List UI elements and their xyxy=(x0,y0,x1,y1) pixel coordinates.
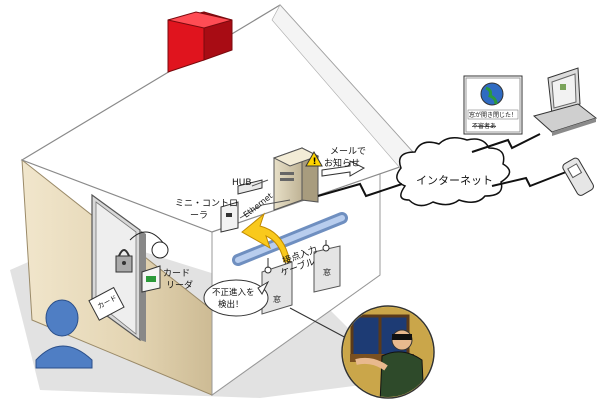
svg-text:ーラ: ーラ xyxy=(190,210,208,221)
contact-input-pipe xyxy=(232,212,348,266)
warning-icon: ! xyxy=(305,150,323,167)
svg-text:窓が開き閉じた！: 窓が開き閉じた！ xyxy=(469,111,517,119)
svg-text:不正進入を: 不正進入を xyxy=(212,288,255,298)
mini-controller-device xyxy=(220,201,239,233)
person-icon xyxy=(35,299,93,369)
svg-text:リーダ: リーダ xyxy=(166,279,193,291)
lightning-to-phone xyxy=(491,171,567,188)
svg-text:検出！: 検出！ xyxy=(218,299,244,310)
access-card: カード xyxy=(88,286,125,321)
yellow-arrow xyxy=(241,212,291,263)
chimney xyxy=(167,11,233,73)
svg-text:窓: 窓 xyxy=(323,267,331,277)
lightning-to-laptop xyxy=(471,133,541,153)
notification-screen: 窓が開き閉じた！ 不審者あ xyxy=(463,75,523,135)
window-sensor-2: 窓 xyxy=(313,244,341,293)
svg-text:お知らせ: お知らせ xyxy=(324,157,360,169)
mobile-phone-icon xyxy=(562,157,594,196)
internet-cloud xyxy=(396,137,511,207)
mail-arrow xyxy=(321,160,366,177)
server-icon xyxy=(272,147,320,211)
laptop-icon xyxy=(532,67,598,136)
lightning-to-server xyxy=(317,182,403,198)
card-reader-label: カード xyxy=(163,268,190,279)
window-sensor-1: 窓 xyxy=(261,261,293,315)
internet-label: インターネット xyxy=(416,174,493,187)
hub-label: HUB xyxy=(232,178,252,188)
mini-controller-label: ミニ・コントロ xyxy=(175,199,238,209)
svg-text:窓: 窓 xyxy=(273,294,281,304)
intrusion-callout: 不正進入を 検出！ xyxy=(203,279,270,317)
padlock-icon xyxy=(115,231,169,273)
hub-device xyxy=(237,179,263,195)
svg-text:不審者あ: 不審者あ xyxy=(472,122,496,130)
svg-text:!: ! xyxy=(313,157,317,167)
card-reader-device xyxy=(141,265,161,293)
mail-label: メールで xyxy=(330,147,366,157)
intruder-illustration xyxy=(341,305,435,399)
